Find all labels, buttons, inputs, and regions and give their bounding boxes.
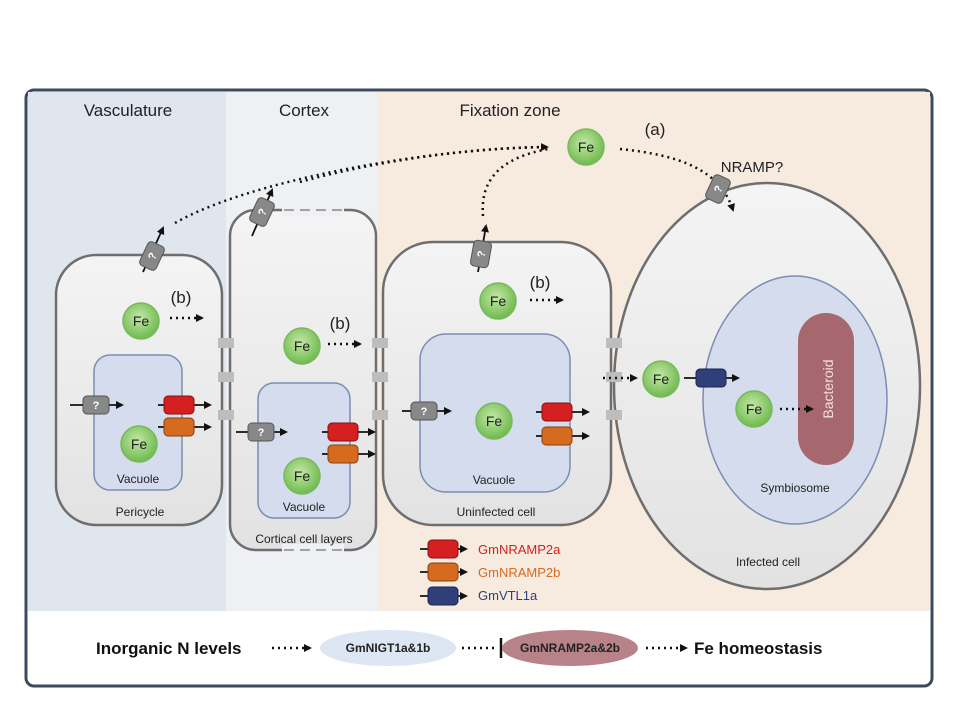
symbiosome-label: Symbiosome [760,481,830,495]
fe-pericycle-vacuole: Fe [120,425,158,463]
nramp2a-pericycle [163,395,195,415]
svg-text:Fe: Fe [578,139,595,155]
unknown-transporter-uninfected-membrane: ? [470,239,492,269]
pathway-inorganic-n: Inorganic N levels [96,639,242,658]
svg-text:?: ? [256,207,270,218]
legend: GmNRAMP2a GmNRAMP2b GmVTL1a [420,539,561,606]
svg-text:?: ? [712,184,726,195]
plasmodesmata [218,338,622,420]
svg-text:?: ? [93,400,100,412]
nramp2b-uninfected [541,426,573,446]
pathway-nigt-pill [320,630,456,666]
bacteroid [798,313,854,465]
legend-item-vtl1a: GmVTL1a [420,586,538,606]
infected-label: Infected cell [736,555,800,569]
svg-text:Fe: Fe [490,293,507,309]
svg-text:Fe: Fe [746,401,763,417]
svg-text:?: ? [258,427,265,439]
unknown-transporter-vacuole-uninfected: ? [410,401,438,421]
cortical-vacuole-label: Vacuole [283,500,326,514]
arrow-uninfected-to-fe [481,147,549,217]
arrow-fe-to-infected [619,147,735,212]
svg-text:?: ? [146,251,160,262]
nramp2b-cortical [327,444,359,464]
fe-pericycle-cytosol: Fe [122,302,160,340]
route-b-label-uninfected: (b) [530,273,551,292]
fe-apoplast: Fe [567,128,605,166]
cortical-cell: Vacuole Cortical cell layers [228,204,378,556]
pathway-nigt-label: GmNIGT1a&1b [346,641,431,655]
svg-text:Fe: Fe [294,338,311,354]
vasculature-title: Vasculature [84,101,173,120]
fe-uninfected-vacuole: Fe [475,402,513,440]
svg-text:Fe: Fe [653,371,670,387]
svg-text:Fe: Fe [131,436,148,452]
legend-label-vtl1a: GmVTL1a [478,588,538,603]
svg-text:Fe: Fe [486,413,503,429]
regulatory-pathway: Inorganic N levels GmNIGT1a&1b GmNRAMP2a… [96,630,823,666]
svg-text:?: ? [421,406,428,418]
uninfected-cell: Vacuole Uninfected cell [381,240,613,527]
nramp-question-label: NRAMP? [721,159,784,176]
fe-uninfected-cytosol: Fe [479,282,517,320]
legend-label-nramp2a: GmNRAMP2a [478,542,561,557]
vtl1a-symbiosome [695,368,727,388]
cortical-label: Cortical cell layers [255,532,352,546]
fe-infected-cytosol: Fe [642,360,680,398]
uninfected-vacuole-label: Vacuole [473,473,516,487]
transport-arrows [170,143,814,413]
pathway-nramp-pill [502,630,638,666]
legend-label-nramp2b: GmNRAMP2b [478,565,560,580]
svg-text:Fe: Fe [133,313,150,329]
arrow-cortex-to-fe [299,145,548,184]
fixation-zone-title: Fixation zone [459,101,560,120]
pericycle-label: Pericycle [116,505,165,519]
route-b-label-pericycle: (b) [171,288,192,307]
nramp2b-pericycle [163,417,195,437]
route-a-label: (a) [645,120,666,139]
infected-cell: Bacteroid Symbiosome Infected cell [612,181,922,591]
cortex-title: Cortex [279,101,330,120]
nramp2a-uninfected [541,402,573,422]
fe-symbiosome: Fe [735,390,773,428]
unknown-transporter-cortical-membrane: ? [249,197,275,227]
bacteroid-label: Bacteroid [820,359,836,418]
nramp2a-cortical [327,422,359,442]
route-b-label-cortical: (b) [330,314,351,333]
unknown-transporter-vacuole-pericycle: ? [82,395,110,415]
fe-cortical-vacuole: Fe [283,457,321,495]
uninfected-label: Uninfected cell [457,505,536,519]
pericycle-cell: Vacuole Pericycle [54,253,224,527]
legend-item-nramp2b: GmNRAMP2b [420,562,560,582]
pericycle-vacuole-label: Vacuole [117,472,160,486]
pathway-fe-homeostasis: Fe homeostasis [694,639,823,658]
svg-text:Fe: Fe [294,468,311,484]
svg-text:?: ? [475,250,488,259]
nramp-question-transporter: ? [705,174,731,204]
pathway-nramp-label: GmNRAMP2a&2b [520,641,620,655]
unknown-transporter-pericycle-membrane: ? [139,241,165,271]
legend-item-nramp2a: GmNRAMP2a [420,539,561,559]
unknown-transporter-vacuole-cortical: ? [247,422,275,442]
fe-cortical-cytosol: Fe [283,327,321,365]
